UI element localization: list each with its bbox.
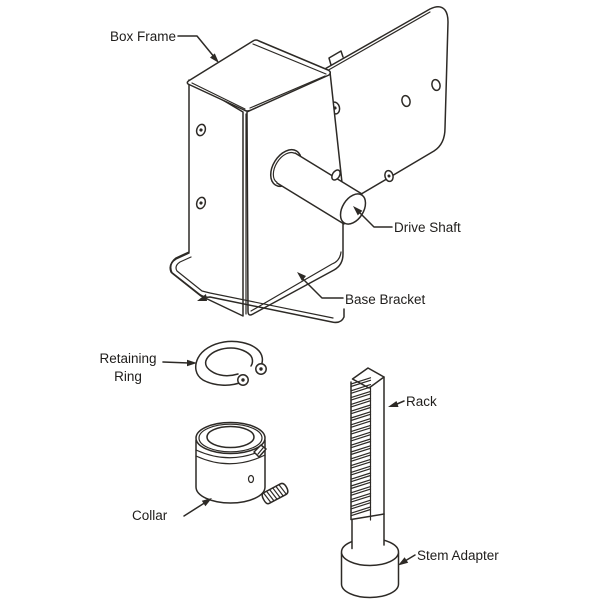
- rack-part: [350, 367, 385, 552]
- label-retaining-ring-line1: Retaining: [99, 351, 157, 366]
- retaining-ring-arrowhead: [187, 359, 197, 367]
- rack-leader: [388, 400, 405, 407]
- drive-shaft-leader: [353, 206, 393, 228]
- rack-arrowhead: [388, 401, 399, 407]
- collar-leader: [183, 498, 212, 517]
- box-frame-arrowhead: [210, 53, 219, 63]
- label-collar: Collar: [132, 508, 168, 523]
- drive-shaft-part: [269, 148, 367, 225]
- box-frame-leader: [177, 35, 219, 63]
- retaining-ring-leader: [162, 359, 197, 367]
- label-retaining-ring: Retaining Ring: [92, 350, 164, 386]
- drive-shaft-arrowhead: [353, 206, 363, 216]
- base-bracket-flange: [169, 252, 345, 324]
- box-frame-part: [169, 39, 344, 317]
- label-stem-adapter: Stem Adapter: [417, 548, 499, 563]
- label-rack: Rack: [406, 394, 437, 409]
- label-retaining-ring-line2: Ring: [114, 369, 142, 384]
- collar-arrowhead: [201, 498, 212, 507]
- rack-teeth: [350, 377, 372, 517]
- collar-part: [195, 421, 289, 505]
- label-drive-shaft: Drive Shaft: [394, 220, 461, 235]
- set-screw: [261, 482, 289, 505]
- base-bracket-arrowhead: [297, 272, 306, 281]
- stem-adapter-arrowhead: [398, 557, 409, 566]
- label-base-bracket: Base Bracket: [345, 292, 426, 307]
- stem-adapter-leader: [398, 554, 416, 566]
- retaining-ring-part: [194, 340, 267, 386]
- flange-notch-mark: [197, 294, 207, 301]
- label-box-frame: Box Frame: [109, 29, 176, 44]
- base-bracket-leader: [297, 272, 344, 299]
